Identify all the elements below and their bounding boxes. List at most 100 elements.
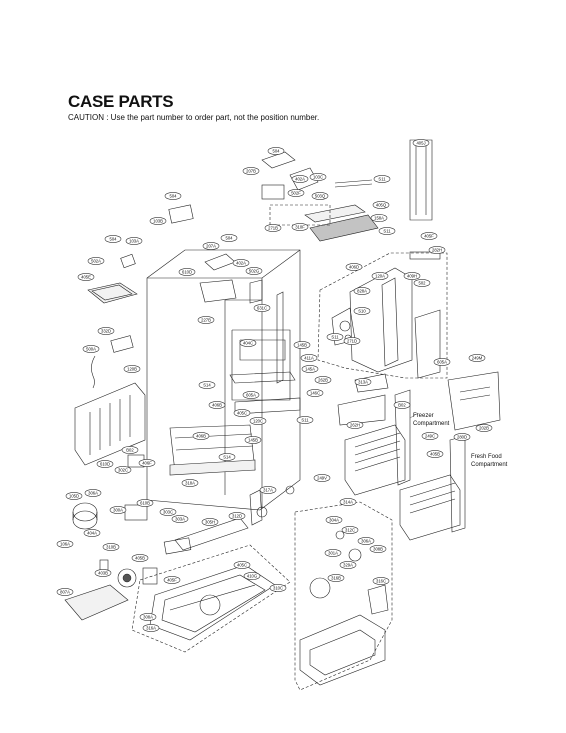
callout-label: 610B [140,501,150,506]
callout-label: 303A [175,517,185,522]
callout-bubble [413,279,431,287]
callout-label: 306A [88,491,98,496]
damper-group [294,501,393,691]
callout-bubble [96,460,114,468]
callout-label: 316B [331,576,341,581]
callout-label: 406D [349,265,359,270]
part-callout: 411A [300,354,318,362]
callout-label: 405J [416,141,425,146]
callout-bubble [343,337,361,345]
callout-label: 146C [310,391,320,396]
callout-bubble [123,365,141,373]
callout-bubble [242,167,260,175]
callout-bubble [326,333,344,341]
page-title: CASE PARTS [68,92,174,111]
part-callout: S14 [198,381,216,389]
callout-bubble [136,499,154,507]
callout-bubble [353,287,371,295]
callout-bubble [421,432,439,440]
callout-bubble [244,436,262,444]
part-callout: 103C [309,173,327,181]
part-callout: 502G [245,267,263,275]
part-callout: S11 [378,227,396,235]
callout-label: 504 [226,236,234,241]
part-callout: 158A [370,214,388,222]
callout-label: 405C [237,563,247,568]
part-callout: 406B [208,401,226,409]
callout-bubble [208,401,226,409]
callout-label: S11 [301,418,309,423]
callout-label: 271B [268,226,278,231]
callout-label: 405Q [376,203,387,208]
callout-label: 403B [98,571,108,576]
callout-label: 303C [163,510,173,515]
callout-bubble [259,486,277,494]
fresh-food-caption-line2: Compartment [471,462,508,468]
part-callout: 828A [353,287,371,295]
part-callout: 405E [77,273,95,281]
part-callout: S10 [353,307,371,315]
part-callout: 406F [138,459,156,467]
part-callout: 145A [301,365,319,373]
callout-bubble [142,624,160,632]
callout-bubble [468,354,486,362]
callout-label: 312D [232,514,242,519]
callout-label: 631C [257,306,267,311]
callout-label: 249V [317,476,327,481]
freezer-caption-line1: Freezer [413,413,434,419]
callout-label: 807A [60,590,70,595]
callout-label: 405E [81,275,91,280]
callout-label: 405B [135,556,145,561]
part-callout: 303C [159,508,177,516]
part-callout: 312C [341,526,359,534]
callout-label: 410G [247,574,257,579]
callout-bubble [178,268,196,276]
callout-bubble [287,189,305,197]
part-callout: 316B [327,574,345,582]
callout-label: 502A [91,259,101,264]
part-callout: 406B [192,432,210,440]
callout-label: 406B [212,403,222,408]
callout-bubble [372,577,390,585]
callout-bubble [291,175,309,183]
callout-label: 411A [304,356,314,361]
part-callout: 403B [94,569,112,577]
callout-bubble [139,613,157,621]
part-callout: 610D [178,268,196,276]
part-callout: 610B [136,499,154,507]
freezer-compartment-box [337,373,419,496]
callout-bubble [267,147,285,155]
callout-label: 503Q [315,194,326,199]
part-callout: 503Q [311,192,329,200]
callout-label: S11 [383,229,391,234]
callout-label: 120C [253,419,263,424]
callout-label: 828A [357,289,367,294]
callout-bubble [171,515,189,523]
callout-bubble [341,526,359,534]
callout-label: 404C [243,341,253,346]
part-callout: 502A [87,257,105,265]
callout-label: S11 [378,177,386,182]
callout-bubble [264,224,282,232]
callout-bubble [181,479,199,487]
callout-label: 106A [60,542,70,547]
callout-bubble [372,201,390,209]
callout-bubble [109,506,127,514]
caution-note: CAUTION : Use the part number to order p… [68,113,320,122]
callout-bubble [354,378,372,386]
part-callout: 106A [56,540,74,548]
part-callout: 310C [269,584,287,592]
callout-label: 406B [196,434,206,439]
callout-bubble [311,192,329,200]
callout-label: 249M [472,356,483,361]
part-callout: 313A [354,378,372,386]
callout-bubble [233,409,251,417]
part-callout: 605A [433,358,451,366]
callout-bubble [242,391,260,399]
callout-bubble [373,175,391,183]
callout-label: 282H [432,248,442,253]
part-callout: 404A [83,529,101,537]
part-callout: 405F [420,232,438,240]
part-callout: 145B [293,341,311,349]
callout-bubble [327,574,345,582]
